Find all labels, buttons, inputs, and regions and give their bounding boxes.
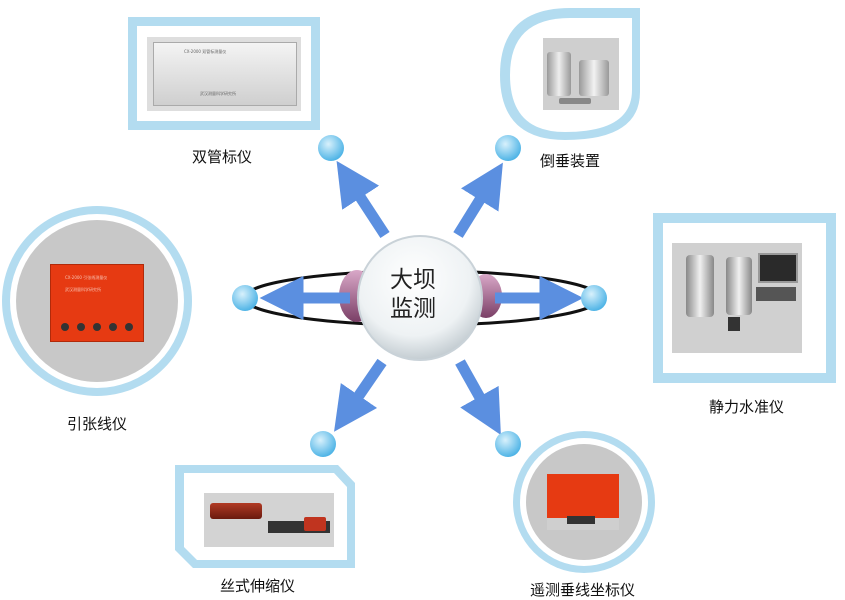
center-title: 大坝 监测 (390, 266, 436, 324)
device-text-yintang-1: CX-2000 引张线测量仪 (65, 275, 108, 280)
photo-sishi (204, 493, 334, 547)
center-line-1: 大坝 (390, 267, 436, 293)
device-daochui-cylinder-2 (579, 60, 609, 96)
device-yintang: CX-2000 引张线测量仪 武汉测量科学研究所 (50, 264, 144, 342)
node-sishi (310, 431, 336, 457)
device-jingli-cylinder-2 (726, 257, 752, 315)
label-daochui: 倒垂装置 (540, 152, 601, 170)
device-shuangguan: CX-2000 双管标测量仪 武汉测量科学研究所 (153, 42, 297, 106)
label-sishi: 丝式伸缩仪 (220, 577, 296, 595)
device-jingli-cylinder-1 (686, 255, 714, 317)
center-hub (357, 235, 483, 361)
device-yaoce (547, 474, 619, 530)
label-yaoce: 遥测垂线坐标仪 (530, 581, 636, 599)
label-jingli: 静力水准仪 (709, 398, 785, 416)
device-text-yintang-2: 武汉测量科学研究所 (65, 287, 101, 292)
device-text-shuangguan-2: 武汉测量科学研究所 (200, 91, 236, 96)
node-daochui (495, 135, 521, 161)
center-line-2: 监测 (390, 296, 436, 322)
photo-jingli (672, 243, 802, 353)
arrow-to-sishi (334, 358, 387, 432)
arrow-to-daochui (453, 162, 503, 238)
device-jingli-monitor (758, 253, 798, 283)
device-daochui-cylinder-1 (547, 52, 571, 96)
arrow-to-shuangguan (336, 160, 390, 239)
label-shuangguan: 双管标仪 (192, 148, 253, 166)
label-yintang: 引张线仪 (67, 415, 128, 433)
device-daochui-base (559, 98, 591, 104)
photo-shuangguan: CX-2000 双管标测量仪 武汉测量科学研究所 (147, 37, 301, 111)
device-jingli-sensor (728, 317, 740, 331)
device-jingli-keyboard (756, 287, 796, 301)
device-sishi-left (210, 503, 262, 519)
node-shuangguan (318, 135, 344, 161)
node-yintang (232, 285, 258, 311)
photo-daochui (543, 38, 619, 110)
arrow-to-yaoce (455, 359, 501, 436)
node-jingli (581, 285, 607, 311)
device-text-shuangguan-1: CX-2000 双管标测量仪 (184, 49, 227, 54)
device-sishi-right (304, 517, 326, 531)
node-yaoce (495, 431, 521, 457)
